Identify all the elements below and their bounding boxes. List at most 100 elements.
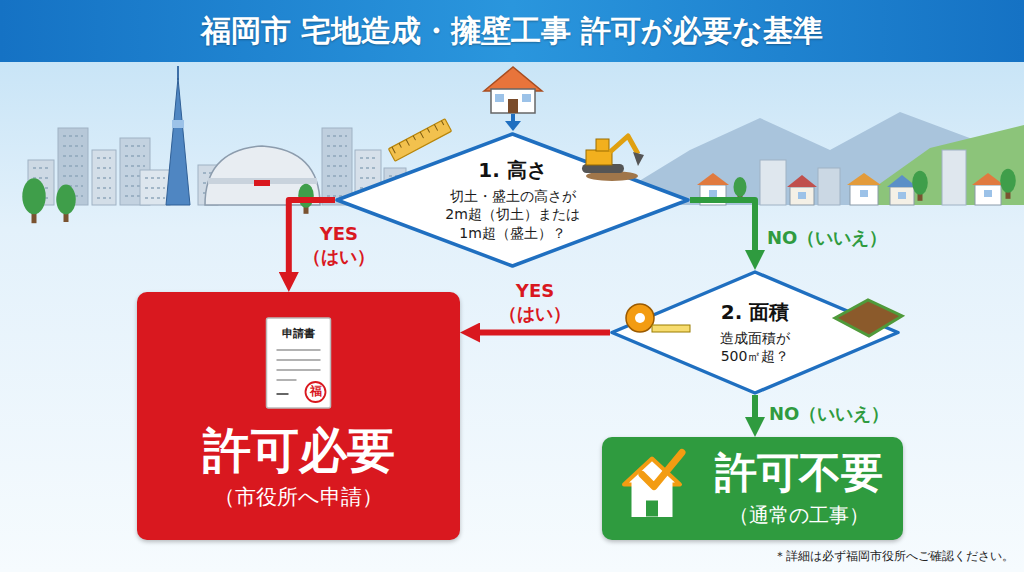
building-windows	[327, 185, 347, 187]
ruler-body	[388, 119, 451, 161]
house-roof	[972, 173, 1004, 185]
decision-question: 切土・盛土の高さが 2m超（切土）または 1m超（盛土）？	[443, 187, 583, 242]
excavator-body	[586, 150, 612, 165]
start-house-window	[495, 94, 504, 102]
building-windows	[97, 157, 111, 159]
excavator-arm	[610, 136, 638, 154]
check-mark	[642, 453, 682, 487]
dome-sign	[254, 180, 270, 186]
ruler-tick	[413, 136, 415, 140]
building-windows	[63, 155, 83, 157]
building-windows	[327, 175, 347, 177]
tree-crown	[22, 178, 45, 214]
tree-crown	[298, 184, 314, 208]
tree-crown	[56, 185, 76, 215]
diamond-shape	[337, 134, 688, 266]
edge-label: NO（いいえ）	[767, 226, 887, 249]
town-house	[975, 185, 1001, 205]
flow-connector	[690, 200, 755, 260]
ruler-tick	[441, 121, 443, 125]
house-window	[860, 190, 868, 197]
result-heading: 許可不要	[715, 449, 883, 497]
house-roof	[787, 175, 817, 187]
tower-antenna	[177, 66, 179, 80]
fukuoka-tower	[166, 78, 190, 205]
excavator-bucket	[633, 152, 644, 166]
start-house	[491, 89, 535, 113]
building-windows	[327, 155, 347, 157]
house-window	[898, 192, 906, 199]
paper-line	[277, 369, 321, 371]
building-windows	[327, 165, 347, 167]
building-windows	[97, 197, 111, 199]
city-building	[760, 160, 786, 205]
flow-connector	[470, 330, 610, 336]
paper-line	[277, 359, 321, 361]
house-roof	[697, 173, 729, 185]
result-note: （通常の工事）	[729, 502, 869, 528]
ruler-tick	[420, 132, 423, 138]
ruler-tick	[434, 124, 437, 130]
paper-line	[277, 379, 297, 381]
tape-measure-hub	[635, 313, 645, 323]
start-arrow	[511, 114, 515, 122]
decision-diamond: 2. 面積造成面積が 500㎡超？	[610, 270, 900, 395]
town-house	[890, 187, 914, 205]
start-house-roof	[484, 67, 542, 91]
city-building	[92, 150, 116, 205]
building-windows	[33, 167, 49, 169]
town-house	[790, 187, 814, 205]
building-windows	[327, 145, 347, 147]
decision-heading: 2. 面積	[721, 300, 789, 325]
edge-label: YES （はい）	[299, 222, 379, 269]
building-windows	[360, 167, 376, 169]
decision-heading: 1. 高さ	[478, 158, 546, 183]
edge-label: YES （はい）	[495, 279, 575, 326]
building-windows	[97, 167, 111, 169]
decision-question: 造成面積が 500㎡超？	[710, 329, 800, 365]
building-windows	[125, 155, 145, 157]
dirt-mound	[586, 171, 638, 181]
excavator-cab	[596, 139, 609, 151]
document-title: 申請書	[267, 326, 331, 342]
result-heading: 許可必要	[203, 422, 395, 480]
house-roof	[847, 173, 881, 185]
decision-diamond: 1. 高さ切土・盛土の高さが 2m超（切土）または 1m超（盛土）？	[335, 132, 690, 268]
land-plot	[835, 300, 902, 336]
building-windows	[97, 177, 111, 179]
building-windows	[360, 157, 376, 159]
start-arrowhead	[505, 121, 521, 131]
house-window	[984, 190, 992, 197]
tape-measure-tape	[652, 325, 690, 332]
building-windows	[97, 187, 111, 189]
building-windows	[145, 177, 165, 179]
building-windows	[63, 175, 83, 177]
building-windows	[145, 197, 165, 199]
green-hill	[850, 125, 1024, 205]
house-window	[798, 192, 806, 199]
tape-measure-case	[626, 304, 654, 332]
excavator-track	[582, 164, 624, 173]
building-windows	[63, 145, 83, 147]
title-band	[0, 0, 1024, 62]
building-windows	[145, 187, 165, 189]
ruler-tick	[427, 128, 429, 132]
result-note: （市役所へ申請）	[214, 484, 383, 511]
flow-connector	[752, 395, 758, 427]
start-house-door	[508, 99, 518, 113]
building-windows	[125, 165, 145, 167]
ruler-tick	[399, 143, 401, 147]
edge-label: NO（いいえ）	[769, 402, 889, 425]
city-building	[322, 128, 352, 205]
application-paper	[267, 318, 331, 408]
diamond-shape	[612, 272, 898, 393]
tree-crown	[1000, 169, 1016, 193]
city-building	[942, 150, 966, 205]
result-box-not-required: 許可不要 （通常の工事）	[602, 437, 903, 540]
ruler-tick	[406, 139, 409, 145]
ruler-tick	[392, 147, 395, 153]
start-house-window	[522, 94, 531, 102]
paper-line	[277, 349, 321, 351]
